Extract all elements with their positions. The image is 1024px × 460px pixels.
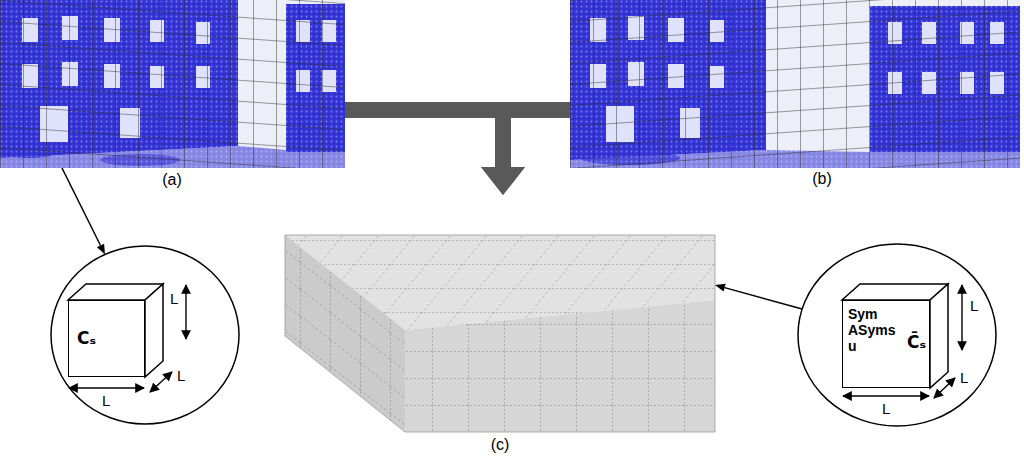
dimension-label: L	[960, 369, 968, 386]
voxel-block	[285, 235, 715, 432]
point-cloud-panel: (a)	[0, 0, 345, 168]
cell-attributes: Sym ASyms u	[848, 306, 904, 354]
connector-line	[503, 110, 570, 167]
cell-symbol: Cₛ	[77, 327, 96, 349]
panel-label: (a)	[162, 171, 182, 189]
point-cloud	[570, 0, 1020, 168]
cube-outline	[68, 284, 948, 388]
connector-arrow	[62, 168, 105, 254]
arrow-head	[97, 244, 105, 255]
connector-line	[725, 288, 803, 309]
dimension-label: L	[970, 297, 978, 314]
connector-line	[345, 110, 503, 167]
dimension-arrow	[69, 285, 962, 398]
arrow-head	[715, 284, 726, 292]
point-cloud	[0, 0, 345, 168]
dimension-label: L	[170, 290, 178, 307]
cube-cell: Sym ASyms uC̄ₛ	[842, 300, 930, 388]
connector-arrow	[481, 110, 570, 195]
circle-outline	[51, 246, 239, 424]
dimension-label: L	[177, 367, 185, 384]
cell-symbol: C̄ₛ	[907, 331, 926, 353]
voxel-grid-panel: (c)	[285, 195, 715, 457]
dimension-label: L	[102, 392, 110, 409]
arrow-head	[481, 167, 525, 195]
callout-circle: L L L Sym ASyms uC̄ₛ	[797, 243, 997, 427]
circle-outline	[798, 244, 996, 426]
circle-outline	[797, 243, 997, 427]
connector-arrow	[715, 284, 802, 309]
panel-label: (c)	[491, 436, 510, 454]
connector-line	[62, 168, 101, 246]
callout-circle: L L L Cₛ	[50, 245, 240, 425]
dimension-label: L	[882, 400, 890, 417]
cube-cell: Cₛ	[68, 300, 145, 377]
point-cloud-panel: (b)	[570, 0, 1020, 168]
panel-label: (b)	[812, 170, 832, 188]
arrow-head	[481, 167, 525, 195]
